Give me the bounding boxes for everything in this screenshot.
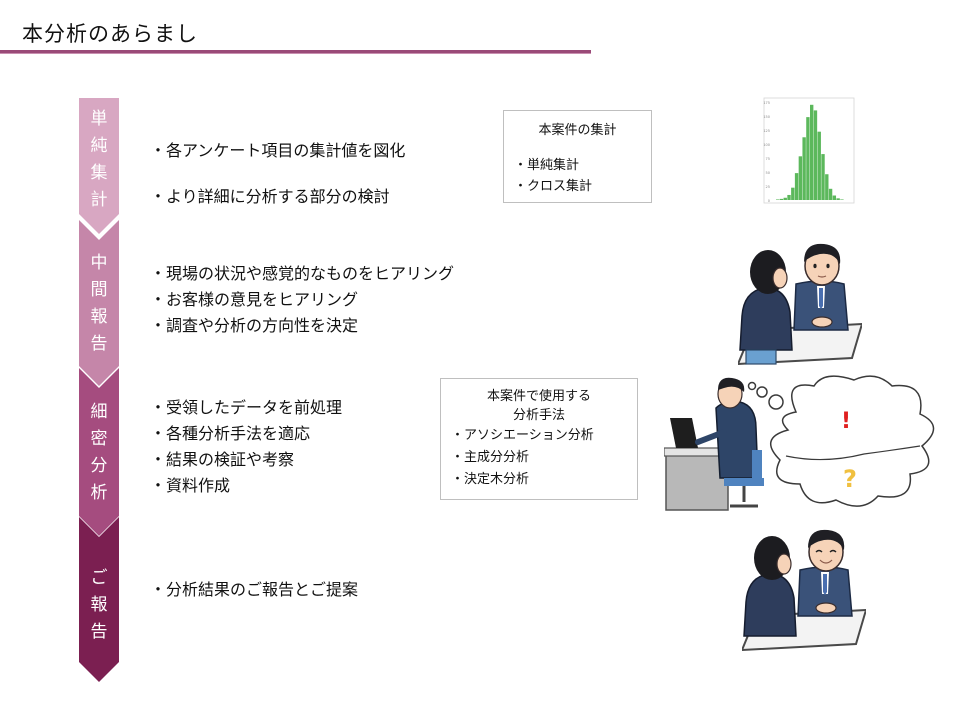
histogram-bar xyxy=(802,137,806,200)
page-title: 本分析のあらまし xyxy=(22,22,198,46)
woman-body xyxy=(739,287,793,351)
thought-cloud xyxy=(747,375,935,507)
aggregation-box-item: ・クロス集計 xyxy=(514,179,593,194)
histogram-bar xyxy=(798,156,803,200)
step-label-4: ご報告 xyxy=(90,568,108,642)
histogram-bar xyxy=(794,173,799,200)
methods-box-item: ・主成分分析 xyxy=(451,450,530,465)
histogram-chart: 175 150 125 100 75 50 25 0 xyxy=(763,97,855,204)
histogram-bar xyxy=(817,131,821,200)
man-hair xyxy=(808,529,845,550)
bullet-item: ・受領したデータを前処理 xyxy=(150,398,343,417)
histogram-bar xyxy=(825,174,829,200)
step-label-2: 中間報告 xyxy=(90,253,108,354)
methods-box: 本案件で使用する分析手法 ・アソシエーション分析 ・主成分分析 ・決定木分析 xyxy=(440,378,638,500)
step-shape-4 xyxy=(79,517,119,682)
histogram-bar xyxy=(791,187,795,200)
methods-box-item: ・決定木分析 xyxy=(451,472,530,487)
exclamation-icon: ! xyxy=(841,409,851,434)
step-1-bullets: ・各アンケート項目の集計値を図化 ・より詳細に分析する部分の検討 xyxy=(150,128,405,220)
histogram-bar xyxy=(832,195,837,200)
histogram-ytick: 50 xyxy=(766,171,770,175)
bullet-item: ・より詳細に分析する部分の検討 xyxy=(150,187,390,206)
step-shape-2 xyxy=(79,220,119,386)
title-underline xyxy=(0,50,591,54)
histogram-bar xyxy=(783,197,787,200)
histogram-bar xyxy=(810,104,814,200)
laptop-shape xyxy=(670,418,698,448)
histogram-bar xyxy=(813,110,818,200)
methods-box-item: ・アソシエーション分析 xyxy=(451,428,594,443)
bullet-item: ・現場の状況や感覚的なものをヒアリング xyxy=(150,264,455,283)
histogram-bar xyxy=(821,154,825,200)
histogram-ytick: 75 xyxy=(766,157,770,161)
histogram-ytick: 175 xyxy=(763,101,770,105)
histogram-ytick: 25 xyxy=(766,185,770,189)
histogram-bar xyxy=(828,188,833,200)
step-label-3: 細密分析 xyxy=(90,402,108,503)
bullet-item: ・調査や分析の方向性を決定 xyxy=(150,316,359,335)
meeting-illustration-1 xyxy=(738,243,862,366)
step-4-bullets: ・分析結果のご報告とご提案 xyxy=(150,577,358,603)
woman-body xyxy=(743,573,797,637)
chair-shape xyxy=(745,349,777,365)
aggregation-box: 本案件の集計 ・単純集計 ・クロス集計 xyxy=(503,110,652,203)
office-chair-shape xyxy=(752,450,762,480)
histogram-ytick: 0 xyxy=(768,199,770,203)
histogram-bar xyxy=(806,117,810,200)
step-label-1: 単純集計 xyxy=(90,109,108,210)
meeting-illustration-2 xyxy=(742,529,866,652)
thinking-illustration: ! ? xyxy=(664,375,935,511)
woman-face xyxy=(776,553,792,575)
aggregation-box-item: ・単純集計 xyxy=(514,158,580,173)
histogram-bar xyxy=(779,198,784,200)
step-2-bullets: ・現場の状況や感覚的なものをヒアリング ・お客様の意見をヒアリング ・調査や分析… xyxy=(150,261,454,339)
bullet-item: ・各種分析手法を適応 xyxy=(150,424,311,443)
histogram-bar xyxy=(787,194,791,200)
man-hair xyxy=(804,243,841,264)
bullet-item: ・お客様の意見をヒアリング xyxy=(150,290,359,309)
histogram-bar xyxy=(776,199,780,200)
step-shape-1 xyxy=(79,98,119,234)
worker-body xyxy=(715,400,759,479)
histogram-ytick: 100 xyxy=(763,143,770,147)
aggregation-box-title: 本案件の集計 xyxy=(538,123,617,138)
question-icon: ? xyxy=(843,465,857,493)
bullet-item: ・分析結果のご報告とご提案 xyxy=(150,580,359,599)
histogram-ytick: 125 xyxy=(763,129,770,133)
step-3-bullets: ・受領したデータを前処理 ・各種分析手法を適応 ・結果の検証や考察 ・資料作成 xyxy=(150,395,342,499)
histogram-bar xyxy=(840,199,844,200)
bullet-item: ・各アンケート項目の集計値を図化 xyxy=(150,141,406,160)
methods-box-title: 本案件で使用する分析手法 xyxy=(486,389,591,423)
histogram-bar xyxy=(836,198,840,200)
bullet-item: ・資料作成 xyxy=(150,476,231,495)
bullet-item: ・結果の検証や考察 xyxy=(150,450,295,469)
woman-face xyxy=(772,267,788,289)
step-shape-3 xyxy=(79,368,119,536)
histogram-ytick: 150 xyxy=(763,115,770,119)
